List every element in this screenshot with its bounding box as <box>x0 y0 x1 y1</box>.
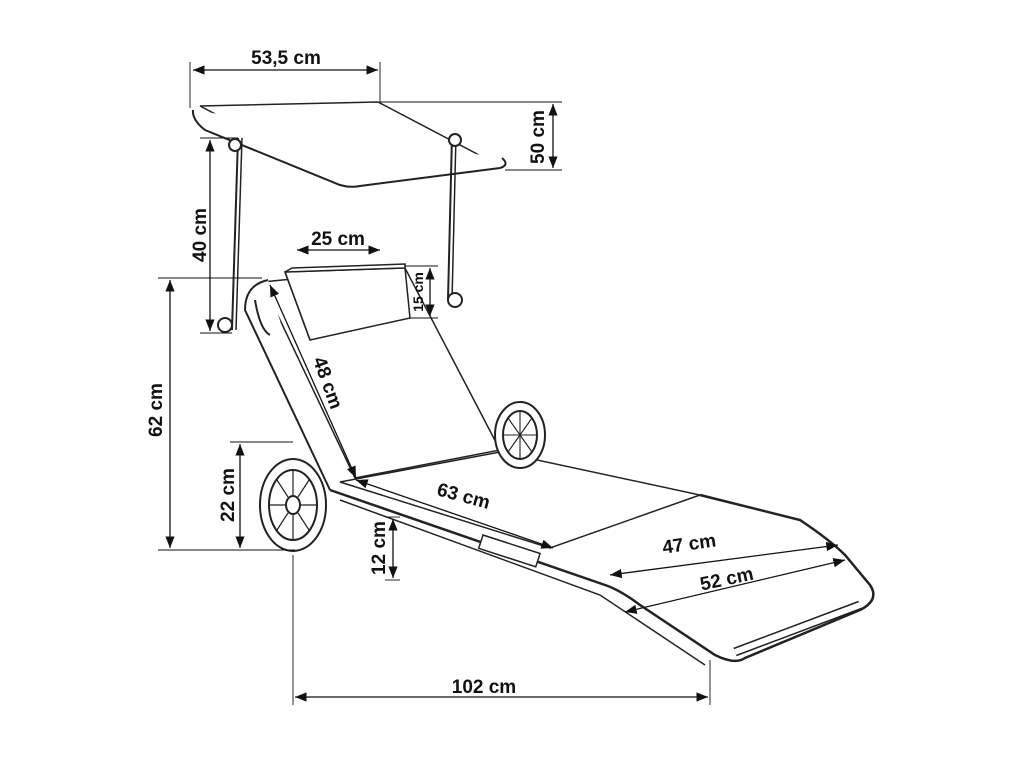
lounger-illustration <box>191 101 875 666</box>
dimension-lines <box>165 65 846 702</box>
canopy-pole-left <box>231 137 239 331</box>
wheel-left <box>259 458 327 552</box>
label-pillow-width: 25 cm <box>311 229 365 250</box>
label-total-height: 62 cm <box>146 383 167 437</box>
label-canopy-height: 50 cm <box>528 110 549 164</box>
label-ground-clearance: 12 cm <box>369 521 390 575</box>
label-total-length: 102 cm <box>452 677 516 698</box>
wheel-right <box>494 401 546 469</box>
label-canopy-width: 53,5 cm <box>251 48 321 69</box>
canopy-pole-right <box>447 134 453 301</box>
label-pillow-height: 15 cm <box>410 272 426 312</box>
label-pole-height: 40 cm <box>190 208 211 262</box>
label-leg-fabric-length: 47 cm <box>661 530 717 558</box>
label-leg-frame-length: 52 cm <box>698 564 755 596</box>
label-wheel-height: 22 cm <box>218 468 239 522</box>
